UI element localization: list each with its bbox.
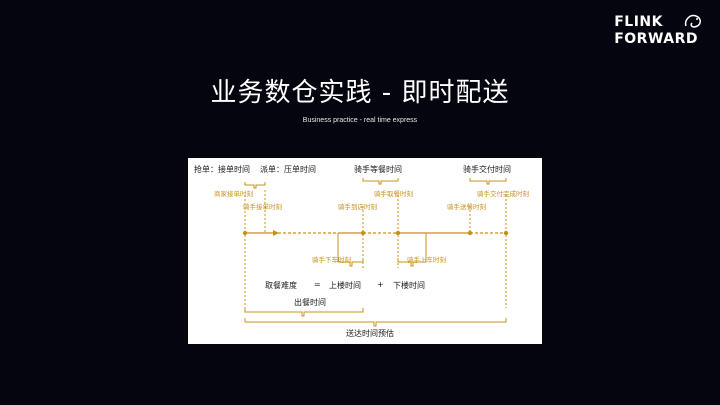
event-dot-rider-accept <box>242 230 248 236</box>
label-deliver: 骑手交付时间 <box>463 165 511 174</box>
event-rider-send: 骑手送餐时刻 <box>447 203 486 211</box>
label-dispatch: 派单：压单时间 <box>260 165 316 174</box>
delivery-timeline-diagram: 抢单：接单时间 派单：压单时间 骑手等餐时间 骑手交付时间 商家接单时刻 骑手接… <box>188 158 542 344</box>
span-meal-out: 出餐时间 <box>294 298 326 307</box>
timeline-arrow <box>273 230 279 236</box>
slide-subtitle: Business practice - real time express <box>302 117 418 124</box>
event-rider-complete: 骑手交付完成时刻 <box>477 190 529 198</box>
label-grab: 抢单：接单时间 <box>194 165 250 174</box>
span-estimate: 送达时间预估 <box>346 329 394 338</box>
brace-difficulty <box>337 258 364 267</box>
brace-grab <box>244 182 266 189</box>
brace-wait <box>362 178 399 185</box>
brace-deliver <box>469 178 507 185</box>
event-rider-get-on: 骑手上车时刻 <box>407 256 446 264</box>
slide-title: 业务数仓实践 - 即时配送 <box>210 78 510 108</box>
event-rider-arrive-store: 骑手到店时刻 <box>338 203 377 211</box>
logo-line-1: FLINK <box>614 14 663 30</box>
event-dot-pickup <box>395 230 401 236</box>
formula-equals: = <box>314 280 321 289</box>
event-merchant-accept: 商家接单时刻 <box>214 190 253 198</box>
formula-upstairs: 上楼时间 <box>329 281 361 290</box>
formula-plus: + <box>377 280 384 289</box>
flink-forward-logo: FLINK FORWARD <box>614 14 701 48</box>
formula-difficulty: 取餐难度 <box>265 281 297 290</box>
timeline-graphics <box>242 178 509 327</box>
label-wait: 骑手等餐时间 <box>354 165 402 174</box>
event-rider-pickup: 骑手取餐时刻 <box>374 190 413 198</box>
squirrel-icon <box>684 14 701 28</box>
event-rider-get-off: 骑手下车时刻 <box>312 256 351 264</box>
logo-line-2: FORWARD <box>614 31 698 47</box>
event-rider-accept: 骑手接单时刻 <box>243 203 282 211</box>
brace-estimate <box>244 318 507 327</box>
formula-downstairs: 下楼时间 <box>393 281 425 290</box>
brace-meal-out <box>244 308 364 317</box>
event-dot-complete <box>503 230 509 236</box>
event-dot-send <box>467 230 473 236</box>
event-dot-store <box>360 230 366 236</box>
brace-downstairs <box>397 258 427 267</box>
